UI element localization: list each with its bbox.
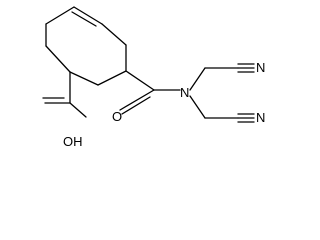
atom-label-amide-nitrogen: N (180, 85, 189, 100)
chemical-structure: N N N O OH (42, 6, 265, 149)
bond-ring-c1-c2 (73, 6, 103, 25)
bond-amide-c-o-b (121, 96, 151, 115)
amide-group (119, 70, 181, 115)
bond-amide-c-o-a (119, 89, 155, 111)
bond-ring-c4-c5 (97, 70, 127, 86)
bond-ring-c6b-c6 (45, 45, 71, 73)
bond-ring-c1-c6 (45, 6, 75, 25)
bond-n-ch2-bottom (189, 95, 206, 119)
atom-label-nitrile-nitrogen-top: N (256, 60, 265, 75)
atom-label-hydroxyl: OH (63, 134, 83, 149)
bond-ring-c2-c3 (101, 23, 127, 46)
bond-c-oh (69, 102, 87, 118)
structure-canvas: N N N O OH (42, 6, 265, 149)
bond-ring-to-amide (125, 70, 155, 91)
cyanomethyl-bottom (189, 95, 255, 123)
bond-ring-double-inner (71, 11, 97, 27)
carboxylic-acid-group (42, 71, 87, 118)
atom-label-carbonyl-oxygen: O (112, 109, 122, 124)
bond-ring-c5-c6b (69, 71, 99, 86)
cyclohexene-ring (45, 6, 127, 86)
cyanomethyl-top (189, 63, 255, 91)
bond-n-ch2-top (189, 67, 206, 91)
atom-label-nitrile-nitrogen-bottom: N (256, 110, 265, 125)
